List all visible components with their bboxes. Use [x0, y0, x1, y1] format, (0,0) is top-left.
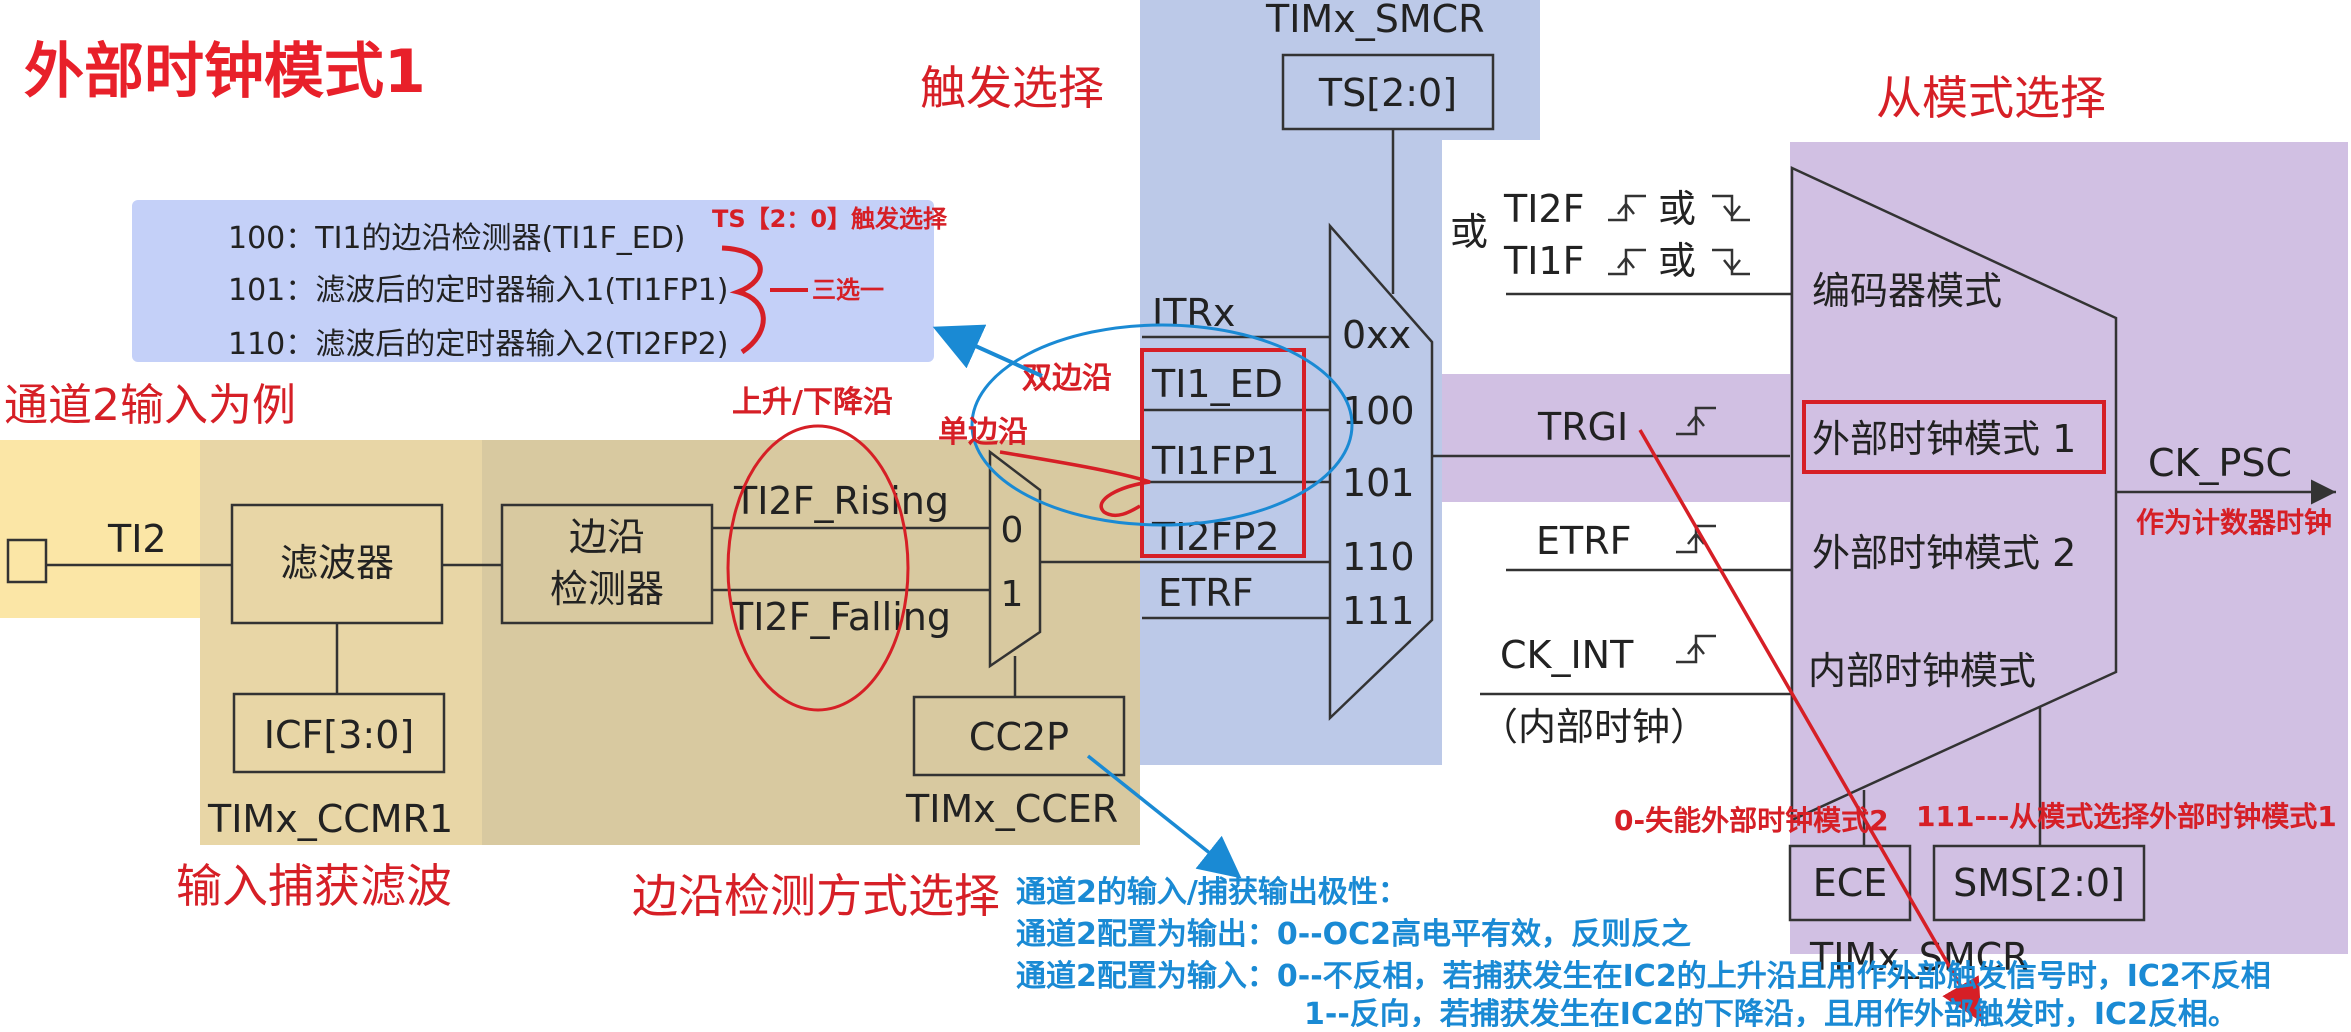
sms-note: 111---从模式选择外部时钟模式1 — [1916, 800, 2337, 833]
mux-input-0: 0 — [1001, 510, 1024, 551]
ext-clock-mode1-label: 外部时钟模式 1 — [1812, 417, 2076, 461]
sms-register-box — [1932, 844, 2146, 922]
trigger-code-100: 100 — [1342, 389, 1415, 433]
slave-mode-caption: 从模式选择 — [1876, 71, 2106, 125]
icf-register-box — [232, 692, 446, 774]
slave-mode-mux — [1790, 166, 2118, 822]
ti2f-rising-label: TI2F_Rising — [733, 479, 949, 523]
ts-register-label: TS[2:0] — [1318, 71, 1457, 115]
cc2p-register-box — [912, 695, 1126, 777]
ece-register-box — [1788, 844, 1912, 922]
trigger-code-111: 111 — [1342, 589, 1415, 633]
ck-psc-note: 作为计数器时钟 — [2136, 506, 2332, 539]
double-edge-note: 双边沿 — [1022, 361, 1112, 396]
ck-int-label: CK_INT — [1500, 633, 1634, 677]
cc2p-annotation-arrow — [1086, 754, 1242, 879]
slave-smcr-label: TIMx_SMCR — [1809, 935, 2029, 979]
trgi-label: TRGI — [1537, 405, 1628, 449]
etrf-slave-label: ETRF — [1536, 519, 1631, 563]
ext-clock-mode2-label: 外部时钟模式 2 — [1812, 531, 2076, 575]
rise-fall-note: 上升/下降沿 — [732, 385, 893, 420]
lavender-slave-panel — [1790, 142, 2348, 954]
ts-register-box — [1281, 53, 1495, 131]
ts-list-item: 101：滤波后的定时器输入1(TI1FP1) — [228, 273, 728, 308]
edge-detector-line1: 边沿 — [569, 515, 645, 559]
tan-filter-panel — [200, 440, 482, 845]
trigger-input-ti1-ed: TI1_ED — [1151, 362, 1283, 406]
input-filter-caption: 输入捕获滤波 — [176, 859, 452, 913]
ti2f-or-label: 或 — [1658, 187, 1696, 231]
ti1f-or-label: 或 — [1658, 239, 1696, 283]
edge-mode-caption: 边沿检测方式选择 — [632, 869, 1000, 923]
icf-label: ICF[3:0] — [264, 713, 414, 757]
ti1f-falling-edge-icon — [1712, 248, 1750, 276]
edge-detector-box — [500, 503, 714, 625]
rise-fall-ellipse — [726, 424, 910, 712]
yellow-input-panel — [0, 440, 200, 618]
ck-psc-label: CK_PSC — [2148, 441, 2292, 485]
trgi-edge-icon — [1676, 406, 1716, 436]
trigger-smcr-label: TIMx_SMCR — [1265, 0, 1485, 41]
trigger-code-101: 101 — [1342, 461, 1415, 505]
ck-int-edge-icon — [1676, 634, 1716, 664]
single-edge-arrow — [999, 450, 1151, 518]
polarity-mux — [988, 449, 1042, 669]
polarity-note-line: 1--反向，若捕获发生在IC2的下降沿，且用作外部触发时，IC2反相。 — [1304, 997, 2238, 1027]
tan-edge-panel — [482, 440, 1140, 845]
choose-one-brace — [721, 245, 766, 355]
internal-clock-label: （内部时钟） — [1480, 705, 1708, 749]
edge-detector-line2: 检测器 — [550, 567, 664, 611]
trigger-mux — [1328, 222, 1434, 721]
encoder-mode-label: 编码器模式 — [1812, 269, 2002, 313]
trigger-code-110: 110 — [1342, 535, 1415, 579]
internal-clock-mode-label: 内部时钟模式 — [1808, 649, 2036, 693]
etrf-edge-icon — [1676, 524, 1716, 554]
ti2-pin — [6, 538, 48, 584]
ccmr1-register-label: TIMx_CCMR1 — [207, 797, 453, 841]
trigger-code-0xx: 0xx — [1342, 313, 1411, 357]
trigger-input-etrf: ETRF — [1158, 571, 1253, 615]
ece-label: ECE — [1813, 861, 1888, 905]
ti2f-label: TI2F — [1503, 187, 1584, 231]
channel-example-label: 通道2输入为例 — [4, 380, 296, 431]
trigger-input-ellipse — [970, 323, 1354, 527]
ts-select-note: TS【2：0】触发选择 — [712, 205, 948, 233]
mux-input-1: 1 — [1001, 574, 1024, 615]
ti2f-falling-edge-icon — [1712, 194, 1750, 222]
ti2f-rising-edge-icon — [1608, 194, 1646, 222]
ti2-label: TI2 — [107, 517, 167, 561]
ccer-register-label: TIMx_CCER — [905, 787, 1118, 831]
polarity-note-line: 通道2的输入/捕获输出极性： — [1016, 875, 1408, 910]
trigger-input-highlight — [1140, 348, 1306, 558]
filter-label: 滤波器 — [280, 541, 394, 585]
single-edge-note: 单边沿 — [938, 415, 1028, 450]
ts-list-pointer — [932, 324, 1043, 378]
trigger-input-ti1fp1: TI1FP1 — [1151, 439, 1280, 483]
ts-list-panel — [132, 200, 934, 362]
ece-note: 0-失能外部时钟模式2 — [1614, 804, 1889, 837]
ext-clock-mode1-highlight — [1802, 400, 2106, 474]
blue-smcr-panel — [1442, 0, 1540, 140]
polarity-note-line: 通道2配置为输入：0--不反相，若捕获发生在IC2的上升沿且用作外部触发信号时，… — [1016, 959, 2271, 994]
polarity-note-line: 通道2配置为输出：0--OC2高电平有效，反则反之 — [1016, 917, 1691, 952]
cc2p-label: CC2P — [969, 715, 1069, 759]
lavender-trgi-band — [1442, 374, 1790, 502]
page-title: 外部时钟模式1 — [24, 37, 426, 107]
trgi-annotation-arrow — [1638, 429, 1982, 1023]
ti1f-label: TI1F — [1503, 239, 1584, 283]
ti2f-falling-label: TI2F_Falling — [729, 595, 951, 639]
or-left-label: 或 — [1450, 210, 1488, 254]
trigger-input-itrx: ITRx — [1152, 291, 1235, 335]
ts-list-item: 110：滤波后的定时器输入2(TI2FP2) — [228, 327, 728, 362]
ti1f-rising-edge-icon — [1608, 248, 1646, 276]
blue-trigger-panel — [1140, 0, 1442, 765]
trigger-select-caption: 触发选择 — [920, 61, 1104, 115]
choose-one-note: 三选一 — [812, 276, 884, 304]
sms-label: SMS[2:0] — [1953, 861, 2125, 905]
ts-list-item: 100：TI1的边沿检测器(TI1F_ED) — [228, 221, 686, 256]
